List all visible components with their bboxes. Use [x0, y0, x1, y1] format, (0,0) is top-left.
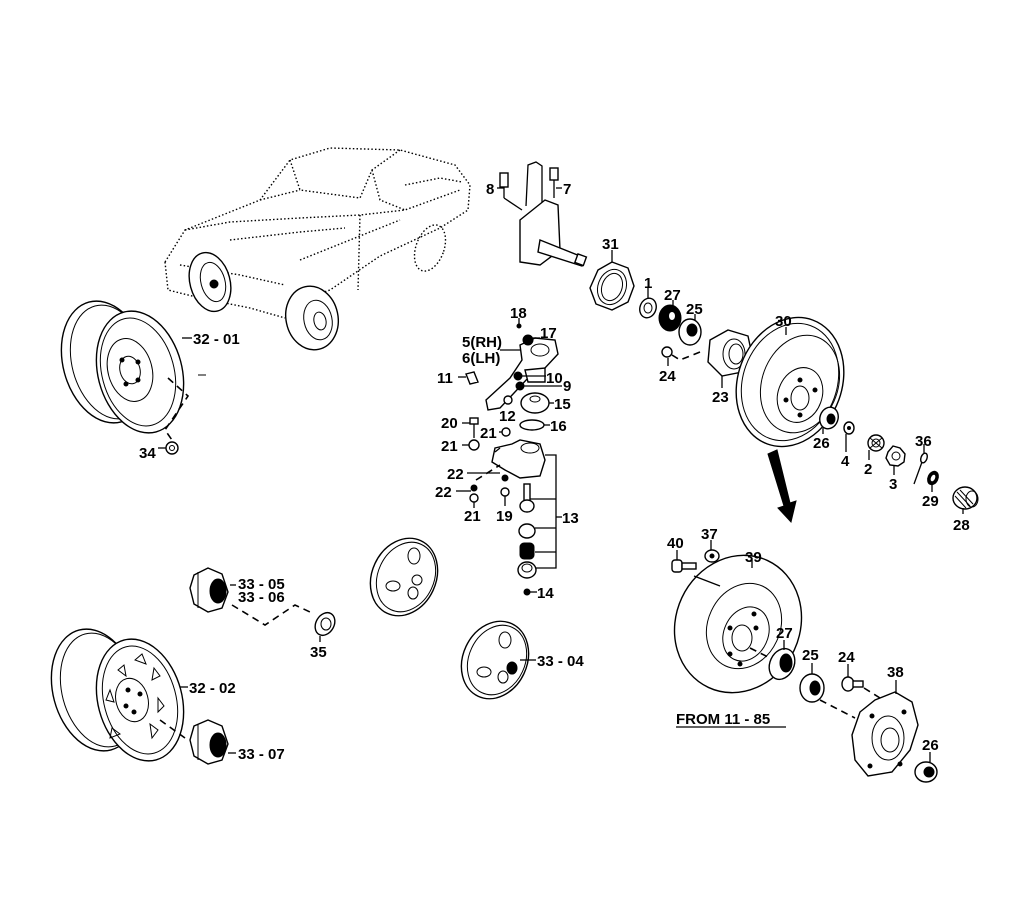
- callout-6-lh: 6(LH): [462, 350, 500, 367]
- center-cap-33-07: [189, 719, 229, 765]
- callout-10: 10: [546, 370, 563, 387]
- callout-23: 23: [712, 389, 729, 406]
- callout-25: 25: [686, 301, 703, 318]
- callout-21-left: 21: [441, 438, 458, 455]
- callout-1: 1: [644, 275, 652, 292]
- bearing-26-disc: [914, 752, 938, 783]
- callout-9: 9: [563, 378, 571, 395]
- callout-33-05: 33 - 05: [238, 576, 285, 593]
- arrow-down-icon: [767, 449, 797, 524]
- callout-37: 37: [701, 526, 718, 543]
- washer-22: [470, 484, 478, 492]
- bolt-24-drum: [661, 346, 701, 361]
- washer-9: [515, 381, 525, 391]
- callout-26-disc: 26: [922, 737, 939, 754]
- ring-16: [519, 419, 545, 431]
- ball-joint-13: [491, 439, 557, 579]
- callout-12: 12: [499, 408, 516, 425]
- bearing-25-drum: [678, 318, 702, 346]
- vehicle-outline: [164, 147, 471, 319]
- emblem-35: [314, 611, 336, 637]
- wheel-nut-34: [165, 441, 179, 455]
- vehicle-wheel-right: [285, 285, 339, 351]
- callout-32-02: 32 - 02: [189, 680, 236, 697]
- callout-4: 4: [841, 453, 850, 470]
- callout-31: 31: [602, 236, 619, 253]
- wheel-bolt-40: [671, 550, 697, 573]
- bushing-15: [520, 392, 550, 414]
- callout-28: 28: [953, 517, 970, 534]
- nut-21-upper: [501, 427, 511, 437]
- callout-30: 30: [775, 313, 792, 330]
- hub-cap-plain: [369, 537, 439, 617]
- callout-17: 17: [540, 325, 557, 342]
- callout-14: 14: [537, 585, 554, 602]
- o-ring-29: [927, 470, 939, 486]
- callout-25-disc: 25: [802, 647, 819, 664]
- center-cap-33-05: [189, 567, 229, 613]
- nut-10: [513, 371, 523, 381]
- bearing-27-disc: [768, 640, 796, 681]
- callout-27: 27: [664, 287, 681, 304]
- from-date-note: FROM 11 - 85: [676, 711, 770, 728]
- styled-wheel-32-02: [50, 628, 185, 762]
- lock-cap-3: [885, 445, 906, 467]
- callout-24: 24: [659, 368, 676, 385]
- callout-35: 35: [310, 644, 327, 661]
- nut-12: [503, 395, 513, 405]
- hub-cap-33-04: [460, 620, 530, 700]
- callout-33-04: 33 - 04: [537, 653, 584, 670]
- callout-26-drum: 26: [813, 435, 830, 452]
- callout-22-upper: 22: [447, 466, 464, 483]
- hub-38: [851, 680, 919, 777]
- callout-8: 8: [486, 181, 494, 198]
- callout-34: 34: [139, 445, 156, 462]
- callout-2: 2: [864, 461, 872, 478]
- grease-cap-28: [952, 486, 979, 510]
- callout-21-lower: 21: [464, 508, 481, 525]
- bolt-24-disc: [841, 664, 864, 692]
- callout-33-06: 33 - 06: [238, 589, 285, 606]
- callout-16: 16: [550, 418, 567, 435]
- callout-40: 40: [667, 535, 684, 552]
- callout-22-lower: 22: [435, 484, 452, 501]
- bearing-25-disc: [799, 663, 825, 703]
- callout-labels: 8 7 31 1 27 25 30 24 23 18 17 5(RH) 6(LH…: [139, 181, 970, 763]
- callout-39: 39: [745, 549, 762, 566]
- steel-wheel-32-01: [60, 300, 185, 434]
- stub-axle: [499, 161, 588, 267]
- callout-13: 13: [562, 510, 579, 527]
- seal-1: [639, 297, 657, 319]
- callout-32-01: 32 - 01: [193, 331, 240, 348]
- callout-38: 38: [887, 664, 904, 681]
- nut-2: [867, 434, 885, 452]
- vehicle-wheel-front: [188, 251, 232, 313]
- callout-3: 3: [889, 476, 897, 493]
- callout-5-rh: 5(RH): [462, 334, 502, 351]
- nut-21-lower: [469, 493, 479, 503]
- brake-drum-30: [735, 316, 845, 448]
- callout-18: 18: [510, 305, 527, 322]
- callout-21-upper: 21: [480, 425, 497, 442]
- bearing-27-drum: [658, 304, 682, 332]
- callout-15: 15: [554, 396, 571, 413]
- bolt-20: [468, 417, 480, 451]
- callout-27-disc: 27: [776, 625, 793, 642]
- callout-24-disc: 24: [838, 649, 855, 666]
- washer-4: [843, 421, 855, 435]
- brake-disc-39: [673, 554, 803, 694]
- grease-nipple-14: [523, 588, 531, 596]
- cotter-pin-36: [913, 452, 928, 485]
- backing-plate-31: [589, 261, 635, 311]
- callout-7: 7: [563, 181, 571, 198]
- bearing-26-drum: [819, 406, 839, 430]
- callout-19: 19: [496, 508, 513, 525]
- callout-36: 36: [915, 433, 932, 450]
- callout-29: 29: [922, 493, 939, 510]
- callout-11: 11: [437, 370, 453, 387]
- nut-19: [500, 474, 510, 497]
- nut-37: [704, 540, 720, 563]
- callout-33-07: 33 - 07: [238, 746, 285, 763]
- callout-20: 20: [441, 415, 458, 432]
